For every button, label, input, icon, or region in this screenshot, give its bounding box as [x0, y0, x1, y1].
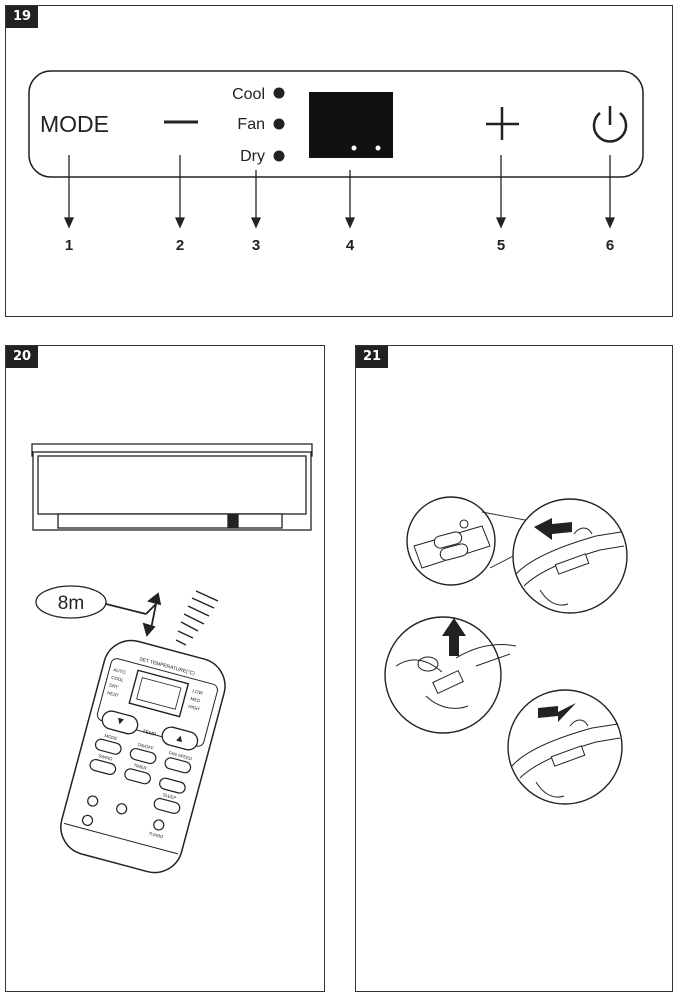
figure-19-number: 19	[6, 6, 39, 28]
remote-btn-onoff: ON/OFF	[137, 742, 154, 751]
arrow-up-icon	[442, 618, 466, 656]
figure-21-panel: 21	[355, 345, 673, 992]
remote-btn-turbo: TURBO	[148, 831, 164, 840]
range-bubble	[35, 585, 107, 619]
display-dot-right	[375, 145, 381, 151]
callout-4: 4	[346, 237, 355, 254]
step-slide-cover-on	[507, 689, 623, 805]
mode-indicator-cool-label: Cool	[232, 86, 265, 103]
remote-btn-sleep: SLEEP	[162, 792, 177, 800]
range-arrow	[105, 592, 162, 637]
remote-control-drawing: SET TEMPERATURE(°C) AUTO COOL DRY HEAT L…	[60, 639, 226, 874]
fan-indicator-led	[273, 118, 285, 130]
range-label: 8m	[58, 593, 84, 614]
cool-indicator-led	[273, 87, 285, 99]
remote-lcd	[128, 669, 190, 718]
remote-mode-heat: HEAT	[107, 690, 120, 698]
remote-mode-cool: COOL	[111, 675, 125, 683]
control-panel-illustration: MODE Cool Fan Dry	[28, 70, 644, 254]
remote-mode-dry: DRY	[109, 682, 119, 689]
remote-fan-low: LOW	[192, 688, 204, 696]
step-lift-cover	[384, 616, 517, 734]
remote-fan-high: HIGH	[188, 704, 200, 712]
callout-1: 1	[65, 237, 73, 254]
callout-2: 2	[176, 237, 184, 254]
remote-btn-swing: SWING	[98, 753, 114, 762]
remote-range-illustration: 8m SET TEMPERATURE(°C) AUTO COOL DRY HEA…	[31, 443, 313, 874]
arrow-right-icon	[538, 703, 576, 722]
remote-temp-label: TEMP	[142, 729, 158, 739]
callout-arrows	[63, 155, 616, 229]
callout-3: 3	[252, 237, 260, 254]
figure-19-panel: 19 MODE Cool Fan Dry	[5, 5, 673, 317]
mode-indicator-dry-label: Dry	[240, 148, 265, 165]
arrow-left-icon	[534, 518, 572, 540]
battery-replacement-illustration	[384, 496, 628, 805]
plus-icon	[486, 107, 519, 140]
step-slide-cover-off	[512, 498, 628, 614]
callout-5: 5	[497, 237, 505, 254]
remote-fan-med: MED	[190, 696, 202, 704]
remote-btn-timer: TIMER	[133, 763, 147, 771]
remote-mode-auto: AUTO	[113, 667, 127, 675]
figure-20-number: 20	[6, 346, 39, 368]
callout-6: 6	[606, 237, 614, 254]
mode-button-label: MODE	[40, 111, 109, 137]
remote-btn-fanspeed: FAN SPEED	[168, 750, 193, 761]
mode-indicator-fan-label: Fan	[237, 116, 265, 133]
figure-21-number: 21	[356, 346, 389, 368]
power-icon	[592, 106, 628, 143]
indoor-unit-drawing	[31, 443, 313, 531]
signal-waves	[175, 590, 219, 646]
remote-btn-mode: MODE	[104, 733, 118, 741]
display-dot-left	[351, 145, 357, 151]
battery-compartment-inset	[406, 496, 570, 586]
figure-20-panel: 20 8m SET TEMPERATURE(°C)	[5, 345, 325, 992]
dry-indicator-led	[273, 150, 285, 162]
